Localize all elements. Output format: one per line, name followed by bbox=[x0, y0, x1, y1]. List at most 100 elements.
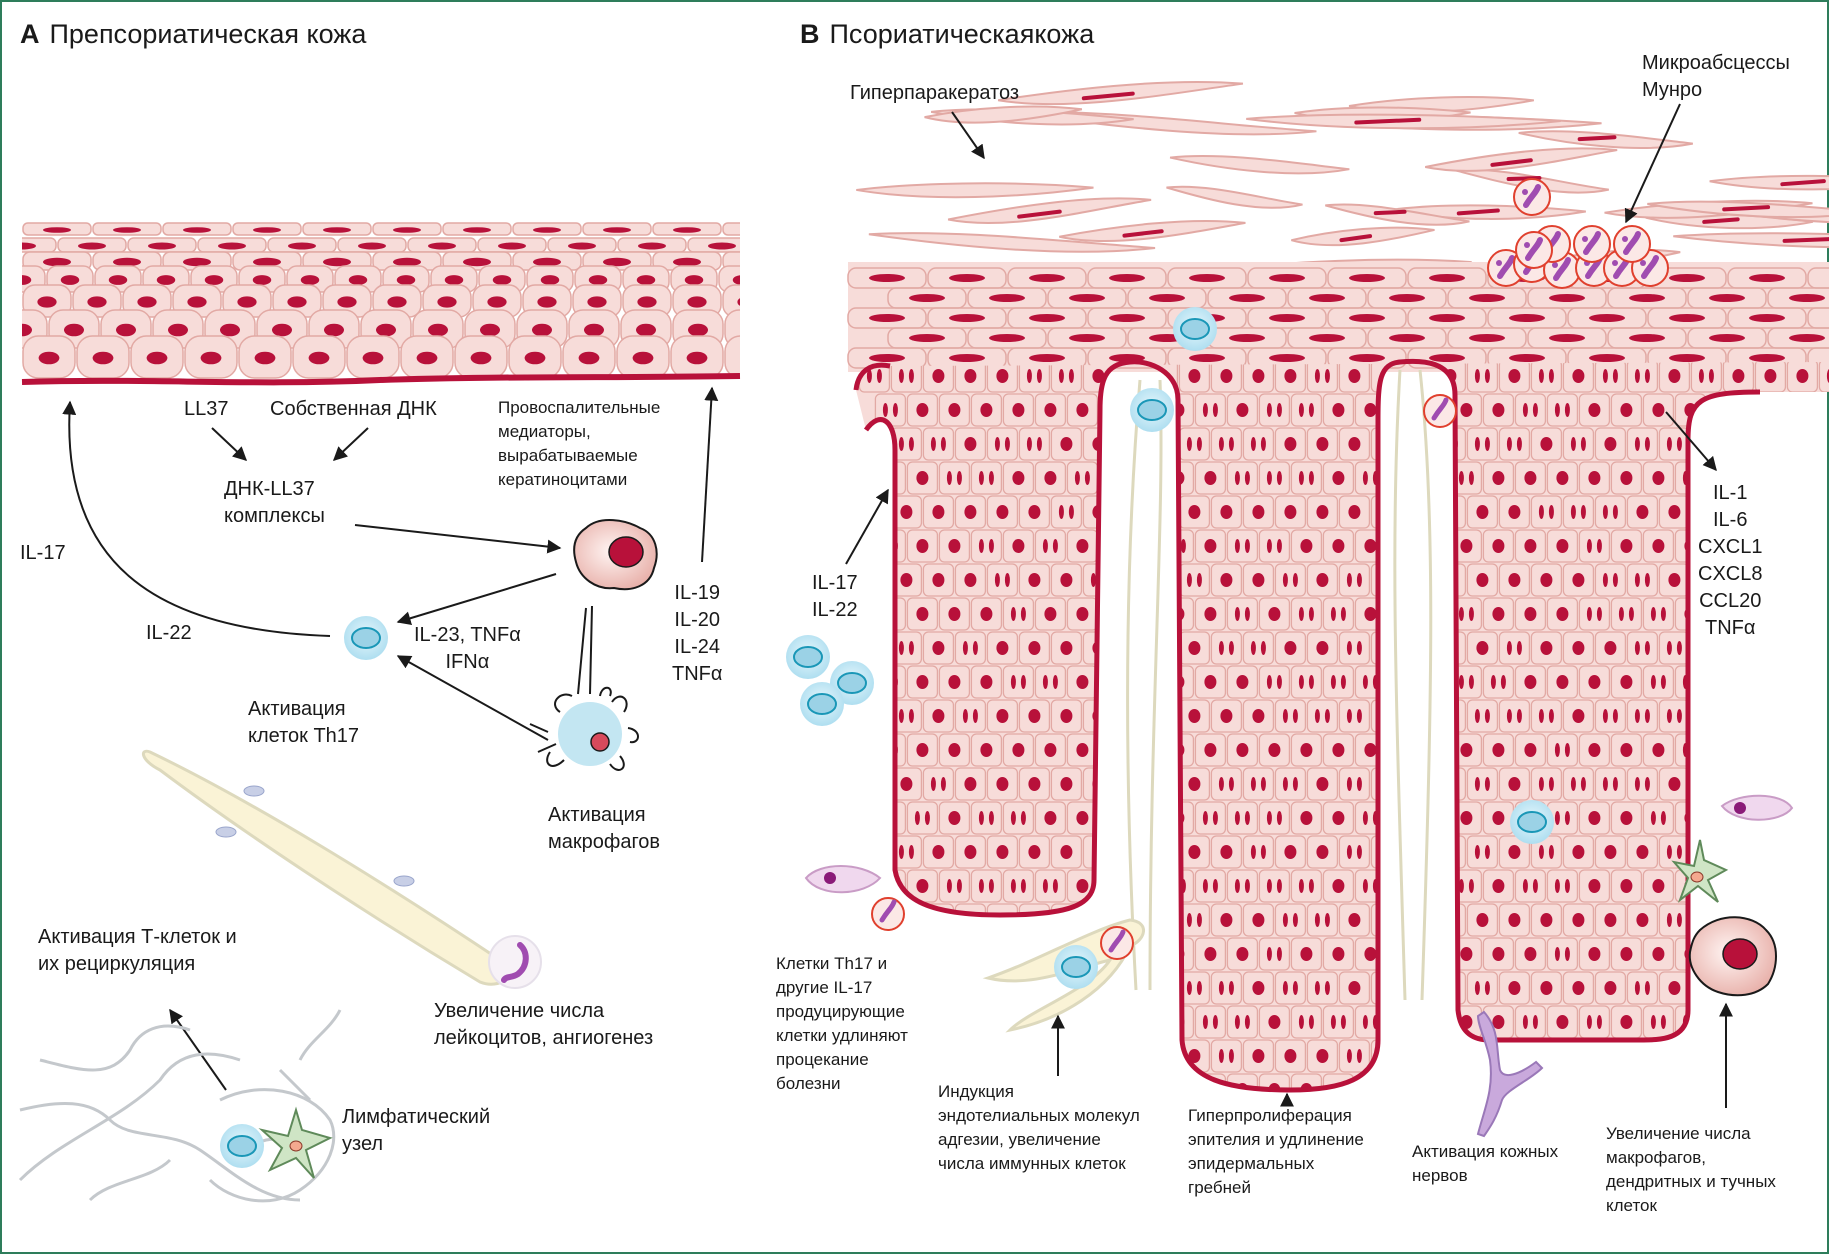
keratinocyte bbox=[1290, 597, 1323, 631]
keratinocyte bbox=[986, 495, 1019, 529]
keratinocyte bbox=[906, 733, 939, 767]
nucleus bbox=[1332, 879, 1345, 893]
nucleus bbox=[1268, 1083, 1281, 1090]
keratinocyte bbox=[1674, 1073, 1707, 1090]
nucleus bbox=[1748, 1015, 1761, 1029]
keratinocyte bbox=[1306, 903, 1339, 937]
dendritic-cell-b-icon bbox=[1671, 839, 1729, 903]
keratinocyte bbox=[1194, 461, 1227, 495]
nucleus bbox=[532, 323, 552, 337]
keratinocyte bbox=[1690, 699, 1723, 733]
nucleus bbox=[948, 811, 961, 825]
nucleus bbox=[1060, 709, 1073, 723]
nucleus bbox=[1204, 471, 1217, 485]
nucleus bbox=[1572, 913, 1585, 927]
keratinocyte bbox=[1178, 361, 1211, 393]
nucleus bbox=[1636, 845, 1649, 859]
keratinocyte bbox=[1626, 631, 1659, 665]
nucleus bbox=[1524, 675, 1537, 689]
keratinocyte bbox=[1562, 903, 1595, 937]
nerve-icon bbox=[1476, 1010, 1544, 1138]
keratinocyte bbox=[1770, 665, 1803, 699]
nucleus bbox=[1108, 675, 1121, 689]
nucleus bbox=[1060, 437, 1073, 451]
keratinocyte bbox=[1386, 597, 1419, 631]
nucleus bbox=[1412, 845, 1425, 859]
keratinocyte bbox=[954, 427, 987, 461]
keratinocyte bbox=[1002, 529, 1035, 563]
nucleus bbox=[1556, 607, 1569, 621]
corneocyte bbox=[947, 197, 1152, 225]
keratinocyte bbox=[906, 801, 939, 835]
keratinocyte bbox=[1722, 699, 1755, 733]
label-self-dna: Собственная ДНК bbox=[270, 398, 437, 420]
keratinocyte bbox=[1818, 427, 1829, 461]
nucleus bbox=[868, 573, 881, 587]
keratinocyte bbox=[1626, 495, 1659, 529]
nucleus bbox=[900, 505, 913, 519]
keratinocyte bbox=[1482, 665, 1515, 699]
panel-b-arrows bbox=[845, 103, 1733, 1108]
keratinocyte bbox=[1290, 665, 1323, 699]
keratinocyte bbox=[954, 563, 987, 597]
keratinocyte bbox=[1402, 563, 1435, 597]
keratinocyte bbox=[724, 335, 740, 379]
keratinocyte bbox=[722, 284, 740, 318]
nucleus bbox=[1412, 505, 1425, 519]
keratinocyte bbox=[1578, 461, 1611, 495]
nucleus bbox=[22, 323, 32, 337]
keratinocyte bbox=[1466, 427, 1499, 461]
keratinocyte bbox=[1738, 665, 1771, 699]
corneocyte bbox=[856, 182, 1094, 199]
nucleus bbox=[1764, 369, 1777, 383]
t-cell-icon bbox=[344, 616, 388, 660]
nucleus bbox=[1364, 947, 1377, 961]
keratinocyte bbox=[1786, 835, 1819, 869]
keratinocyte bbox=[938, 597, 971, 631]
nucleus bbox=[1492, 539, 1505, 553]
keratinocyte bbox=[922, 495, 955, 529]
nucleus bbox=[1412, 573, 1425, 587]
nucleus bbox=[1444, 845, 1457, 859]
keratinocyte bbox=[1322, 665, 1355, 699]
neutrophil bbox=[1515, 231, 1553, 269]
keratinocyte bbox=[1210, 631, 1243, 665]
keratinocyte bbox=[986, 563, 1019, 597]
label-tcell-activation: Активация Т-клеток и их рециркуляция bbox=[38, 926, 237, 975]
keratinocyte bbox=[1802, 529, 1829, 563]
keratinocyte bbox=[970, 937, 1003, 971]
keratinocyte bbox=[1642, 529, 1675, 563]
keratinocyte bbox=[1802, 869, 1829, 903]
nucleus bbox=[1140, 743, 1153, 757]
blood-vessel-a bbox=[141, 749, 542, 989]
nucleus bbox=[1780, 403, 1793, 417]
keratinocyte bbox=[1226, 733, 1259, 767]
keratinocyte bbox=[1306, 361, 1339, 393]
keratinocyte bbox=[1578, 393, 1611, 427]
nucleus bbox=[1268, 607, 1281, 621]
nucleus bbox=[1812, 947, 1825, 961]
keratinocyte bbox=[1722, 767, 1755, 801]
nucleus bbox=[1092, 913, 1105, 927]
nucleus bbox=[1492, 403, 1505, 417]
panel-a-title-text: Препсориатическая кожа bbox=[49, 19, 367, 49]
keratinocyte bbox=[1098, 597, 1131, 631]
keratinocyte bbox=[1290, 529, 1323, 563]
keratinocyte bbox=[1002, 393, 1035, 427]
keratinocyte bbox=[1322, 393, 1355, 427]
nucleus bbox=[1668, 505, 1681, 519]
keratinocyte bbox=[1098, 461, 1131, 495]
nucleus bbox=[1316, 777, 1329, 791]
nucleus bbox=[996, 1049, 1009, 1063]
nucleus bbox=[1556, 1015, 1569, 1029]
nucleus bbox=[932, 573, 945, 587]
nucleus bbox=[1028, 641, 1041, 655]
nucleus bbox=[1284, 369, 1297, 383]
nucleus bbox=[1204, 743, 1217, 757]
keratinocyte bbox=[1770, 1005, 1803, 1039]
keratinocyte bbox=[1770, 869, 1803, 903]
label-th17-other: Клетки Th17 и другие IL-17 продуцирующие… bbox=[776, 954, 908, 1093]
keratinocyte bbox=[1338, 699, 1371, 733]
keratinocyte bbox=[1050, 495, 1083, 529]
